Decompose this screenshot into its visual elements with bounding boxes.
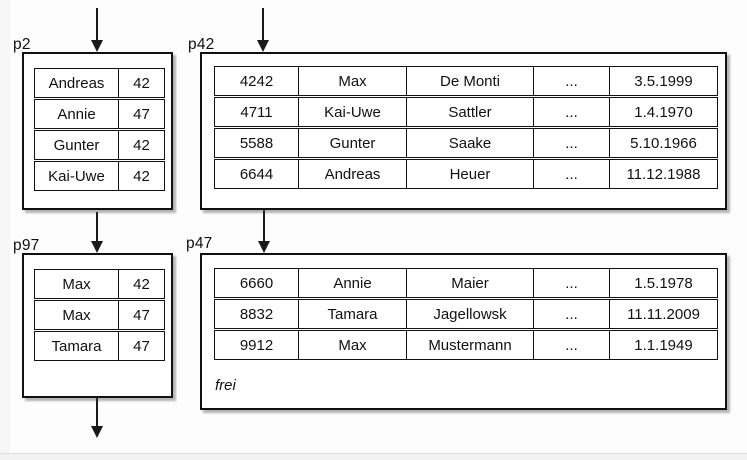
date-cell: 1.4.1970 (634, 103, 693, 121)
id-cell: 4711 (215, 98, 299, 126)
firstname-cell: Kai-Uwe (299, 98, 407, 126)
arrow-down-icon (257, 40, 269, 52)
date-cell: 5.10.1966 (630, 134, 697, 152)
page-edge-strip (0, 0, 10, 460)
page-table-p2: Andreas 42 Annie 47 Gunter 42 Kai-Uwe 42 (34, 68, 165, 192)
table-row: 6660 Annie Maier ... 1.5.1978 (214, 268, 718, 298)
page-label-p42: p42 (188, 36, 215, 53)
table-row: Andreas 42 (34, 68, 165, 98)
lastname-cell: Maier (407, 269, 534, 297)
page-label-p97: p97 (13, 237, 40, 254)
lastname-cell: De Monti (407, 67, 534, 95)
ellipsis-cell: ... (534, 67, 610, 95)
table-row: 6644 Andreas Heuer ... 11.12.1988 (214, 159, 718, 189)
lastname-cell: Heuer (407, 160, 534, 188)
ellipsis-cell: ... (534, 300, 610, 328)
firstname-cell: Max (299, 67, 407, 95)
key-cell: Annie (35, 100, 119, 128)
table-row: 9912 Max Mustermann ... 1.1.1949 (214, 330, 718, 360)
firstname-cell: Annie (299, 269, 407, 297)
id-cell: 8832 (215, 300, 299, 328)
arrow-shaft (262, 8, 264, 41)
id-cell: 5588 (215, 129, 299, 157)
lastname-cell: Sattler (407, 98, 534, 126)
pointer-cell: 42 (133, 167, 150, 185)
table-row: Max 42 (34, 269, 165, 299)
arrow-down-icon (91, 241, 103, 253)
lastname-cell: Jagellowsk (407, 300, 534, 328)
date-cell: 3.5.1999 (634, 72, 693, 90)
arrow-p2-to-p97 (91, 212, 103, 253)
pointer-cell: 47 (133, 306, 150, 324)
page-box-p2: Andreas 42 Annie 47 Gunter 42 Kai-Uwe 42 (22, 52, 173, 210)
id-cell: 9912 (215, 331, 299, 359)
arrow-down-icon (91, 426, 103, 438)
arrow-p42-to-p47 (258, 210, 270, 253)
id-cell: 6644 (215, 160, 299, 188)
arrow-shaft (96, 398, 98, 427)
firstname-cell: Tamara (299, 300, 407, 328)
firstname-cell: Max (299, 331, 407, 359)
table-row: 8832 Tamara Jagellowsk ... 11.11.2009 (214, 299, 718, 329)
arrow-into-p42 (257, 8, 269, 52)
pointer-cell: 42 (133, 275, 150, 293)
page-table-p42: 4242 Max De Monti ... 3.5.1999 4711 Kai-… (214, 66, 718, 190)
pointer-cell: 47 (133, 337, 150, 355)
page-bottom-edge (0, 453, 747, 460)
ellipsis-cell: ... (534, 331, 610, 359)
ellipsis-cell: ... (534, 98, 610, 126)
arrow-shaft (96, 8, 98, 41)
arrow-down-icon (91, 40, 103, 52)
page-table-p47: 6660 Annie Maier ... 1.5.1978 8832 Tamar… (214, 268, 718, 361)
table-row: Kai-Uwe 42 (34, 161, 165, 191)
table-row: 4711 Kai-Uwe Sattler ... 1.4.1970 (214, 97, 718, 127)
arrow-shaft (263, 210, 265, 242)
page-table-p97: Max 42 Max 47 Tamara 47 (34, 269, 165, 362)
id-cell: 4242 (215, 67, 299, 95)
pointer-cell: 47 (133, 105, 150, 123)
key-cell: Andreas (35, 69, 119, 97)
key-cell: Max (35, 270, 119, 298)
arrow-into-p2 (91, 8, 103, 52)
arrow-shaft (96, 212, 98, 242)
ellipsis-cell: ... (534, 269, 610, 297)
firstname-cell: Andreas (299, 160, 407, 188)
lastname-cell: Saake (407, 129, 534, 157)
table-row: Annie 47 (34, 99, 165, 129)
table-row: Tamara 47 (34, 331, 165, 361)
firstname-cell: Gunter (299, 129, 407, 157)
key-cell: Max (35, 301, 119, 329)
ellipsis-cell: ... (534, 160, 610, 188)
page-label-p2: p2 (13, 36, 31, 53)
arrow-out-of-p97 (91, 398, 103, 438)
table-row: Max 47 (34, 300, 165, 330)
id-cell: 6660 (215, 269, 299, 297)
key-cell: Tamara (35, 332, 119, 360)
free-space-label: frei (215, 377, 236, 394)
page-box-p42: 4242 Max De Monti ... 3.5.1999 4711 Kai-… (200, 52, 727, 210)
arrow-down-icon (258, 241, 270, 253)
date-cell: 1.5.1978 (634, 274, 693, 292)
table-row: 5588 Gunter Saake ... 5.10.1966 (214, 128, 718, 158)
page-box-p47: 6660 Annie Maier ... 1.5.1978 8832 Tamar… (200, 253, 727, 410)
page-label-p47: p47 (186, 235, 213, 252)
key-cell: Gunter (35, 131, 119, 159)
pointer-cell: 42 (133, 74, 150, 92)
ellipsis-cell: ... (534, 129, 610, 157)
page-box-p97: Max 42 Max 47 Tamara 47 (22, 253, 173, 398)
date-cell: 11.11.2009 (627, 305, 700, 323)
pointer-cell: 42 (133, 136, 150, 154)
date-cell: 1.1.1949 (634, 336, 693, 354)
lastname-cell: Mustermann (407, 331, 534, 359)
key-cell: Kai-Uwe (35, 162, 119, 190)
table-row: Gunter 42 (34, 130, 165, 160)
date-cell: 11.12.1988 (626, 165, 701, 183)
table-row: 4242 Max De Monti ... 3.5.1999 (214, 66, 718, 96)
